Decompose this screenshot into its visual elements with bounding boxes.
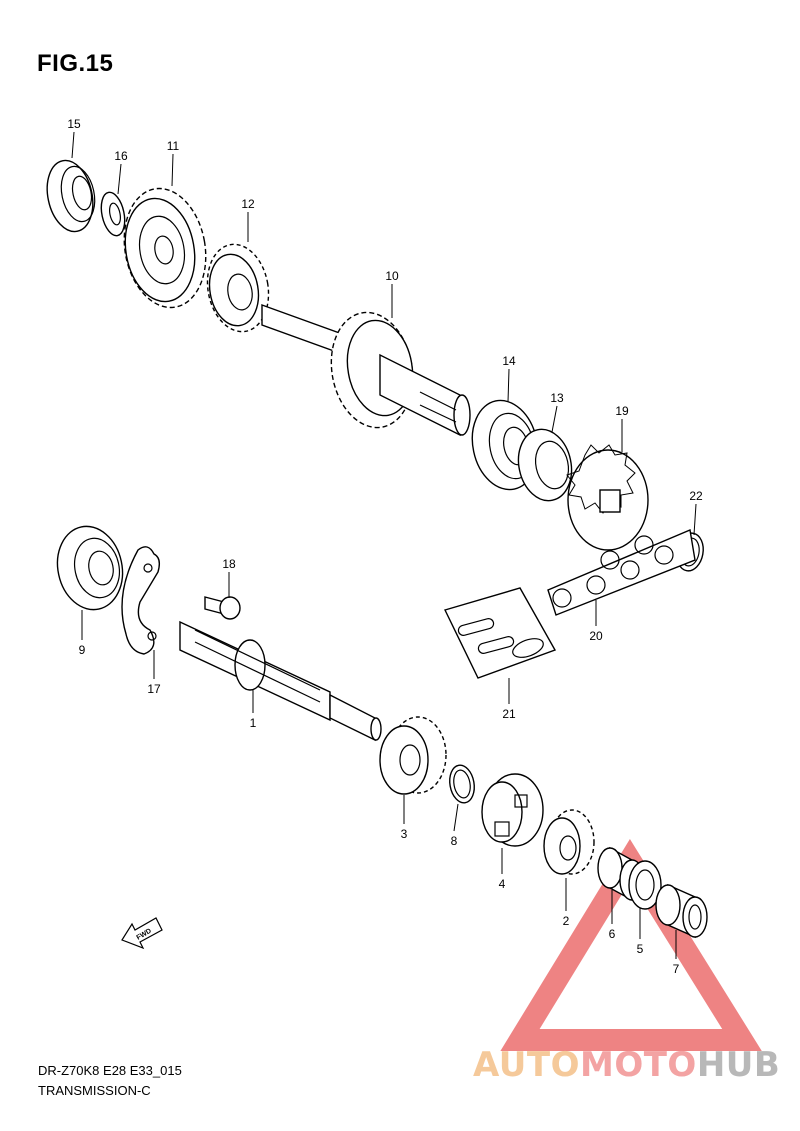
part-13-oil-seal[interactable]	[512, 424, 578, 505]
callout-number-14[interactable]: 14	[502, 354, 516, 368]
part-9-bearing[interactable]	[50, 520, 130, 615]
part-18-screw[interactable]	[204, 596, 241, 620]
fwd-arrow-icon: FWD	[121, 917, 163, 950]
callout-number-8[interactable]: 8	[451, 834, 458, 848]
part-5-washer[interactable]	[628, 860, 662, 910]
callout-number-4[interactable]: 4	[499, 877, 506, 891]
callout-leader-13	[551, 405, 558, 433]
callout-number-3[interactable]: 3	[401, 827, 408, 841]
diagram-code: DR-Z70K8 E28 E33_015	[38, 1063, 182, 1078]
part-4-gear[interactable]	[481, 773, 544, 847]
callout-number-18[interactable]: 18	[222, 557, 236, 571]
callout-number-16[interactable]: 16	[114, 149, 128, 163]
part-15-bearing[interactable]	[41, 156, 99, 236]
part-2-gear[interactable]	[543, 809, 595, 875]
part-19-sprocket[interactable]	[566, 444, 649, 551]
callout-number-13[interactable]: 13	[550, 391, 564, 405]
callout-leader-8	[453, 803, 459, 832]
watermark-part-moto: MOTO	[579, 1045, 697, 1085]
callout-number-5[interactable]: 5	[637, 942, 644, 956]
part-16-washer[interactable]	[98, 190, 129, 238]
part-20-chain[interactable]	[547, 529, 696, 616]
callout-number-12[interactable]: 12	[241, 197, 255, 211]
callout-leader-15	[71, 131, 75, 159]
callout-number-10[interactable]: 10	[385, 269, 399, 283]
callout-number-6[interactable]: 6	[609, 927, 616, 941]
callout-number-1[interactable]: 1	[250, 716, 257, 730]
callout-number-2[interactable]: 2	[563, 914, 570, 928]
part-21-chain-joint[interactable]	[444, 587, 557, 679]
part-1-driveshaft[interactable]	[179, 620, 382, 742]
watermark-part-auto: AUTO	[473, 1045, 580, 1085]
callout-number-21[interactable]: 21	[502, 707, 516, 721]
callout-number-11[interactable]: 11	[167, 139, 180, 153]
callout-number-22[interactable]: 22	[689, 489, 703, 503]
watermark-text: AUTOMOTOHUB	[473, 1045, 780, 1085]
part-8-circlip[interactable]	[447, 763, 477, 805]
watermark-part-hub: HUB	[696, 1045, 781, 1085]
part-10-countershaft[interactable]	[261, 304, 471, 437]
part-7-bearing[interactable]	[655, 883, 708, 939]
watermark-logo	[500, 839, 762, 1051]
callout-number-7[interactable]: 7	[673, 962, 680, 976]
callout-leader-22	[693, 503, 697, 536]
figure-title: FIG.15	[37, 50, 114, 77]
callout-number-17[interactable]: 17	[147, 682, 161, 696]
callout-leader-11	[171, 153, 174, 187]
callout-leader-16	[117, 163, 122, 195]
part-11-gear[interactable]	[115, 182, 215, 314]
callout-number-15[interactable]: 15	[67, 117, 81, 131]
callout-number-9[interactable]: 9	[79, 643, 86, 657]
diagram-name: TRANSMISSION-C	[38, 1083, 151, 1098]
part-3-gear[interactable]	[379, 716, 447, 795]
part-17-retainer[interactable]	[121, 546, 161, 655]
callout-leader-14	[507, 368, 510, 403]
callout-number-19[interactable]: 19	[615, 404, 629, 418]
callout-number-20[interactable]: 20	[589, 629, 603, 643]
part-12-gear[interactable]	[201, 239, 275, 336]
